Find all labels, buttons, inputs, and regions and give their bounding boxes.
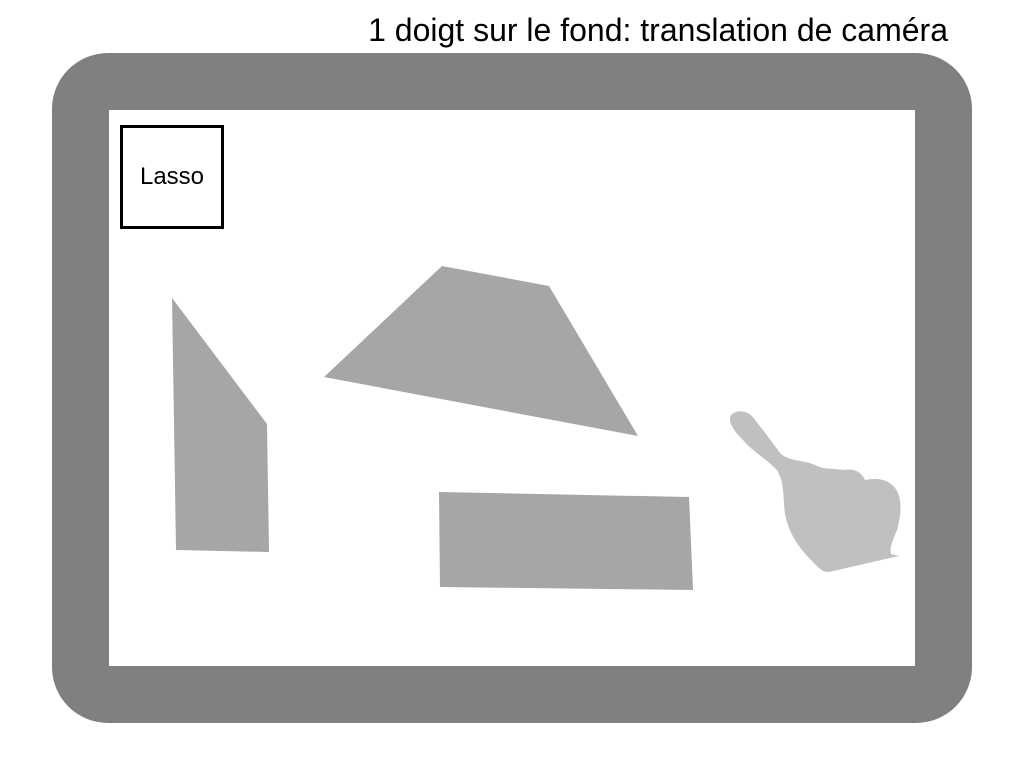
lasso-button[interactable]: Lasso bbox=[120, 125, 224, 229]
shape-quad-top[interactable] bbox=[324, 266, 638, 436]
pointing-hand-icon bbox=[729, 411, 901, 572]
shape-quad-left[interactable] bbox=[172, 298, 269, 552]
shape-rect-bottom[interactable] bbox=[439, 492, 693, 590]
drawing-canvas[interactable] bbox=[109, 110, 915, 666]
tablet-screen[interactable]: Lasso bbox=[109, 110, 915, 666]
page-title: 1 doigt sur le fond: translation de camé… bbox=[368, 12, 948, 48]
